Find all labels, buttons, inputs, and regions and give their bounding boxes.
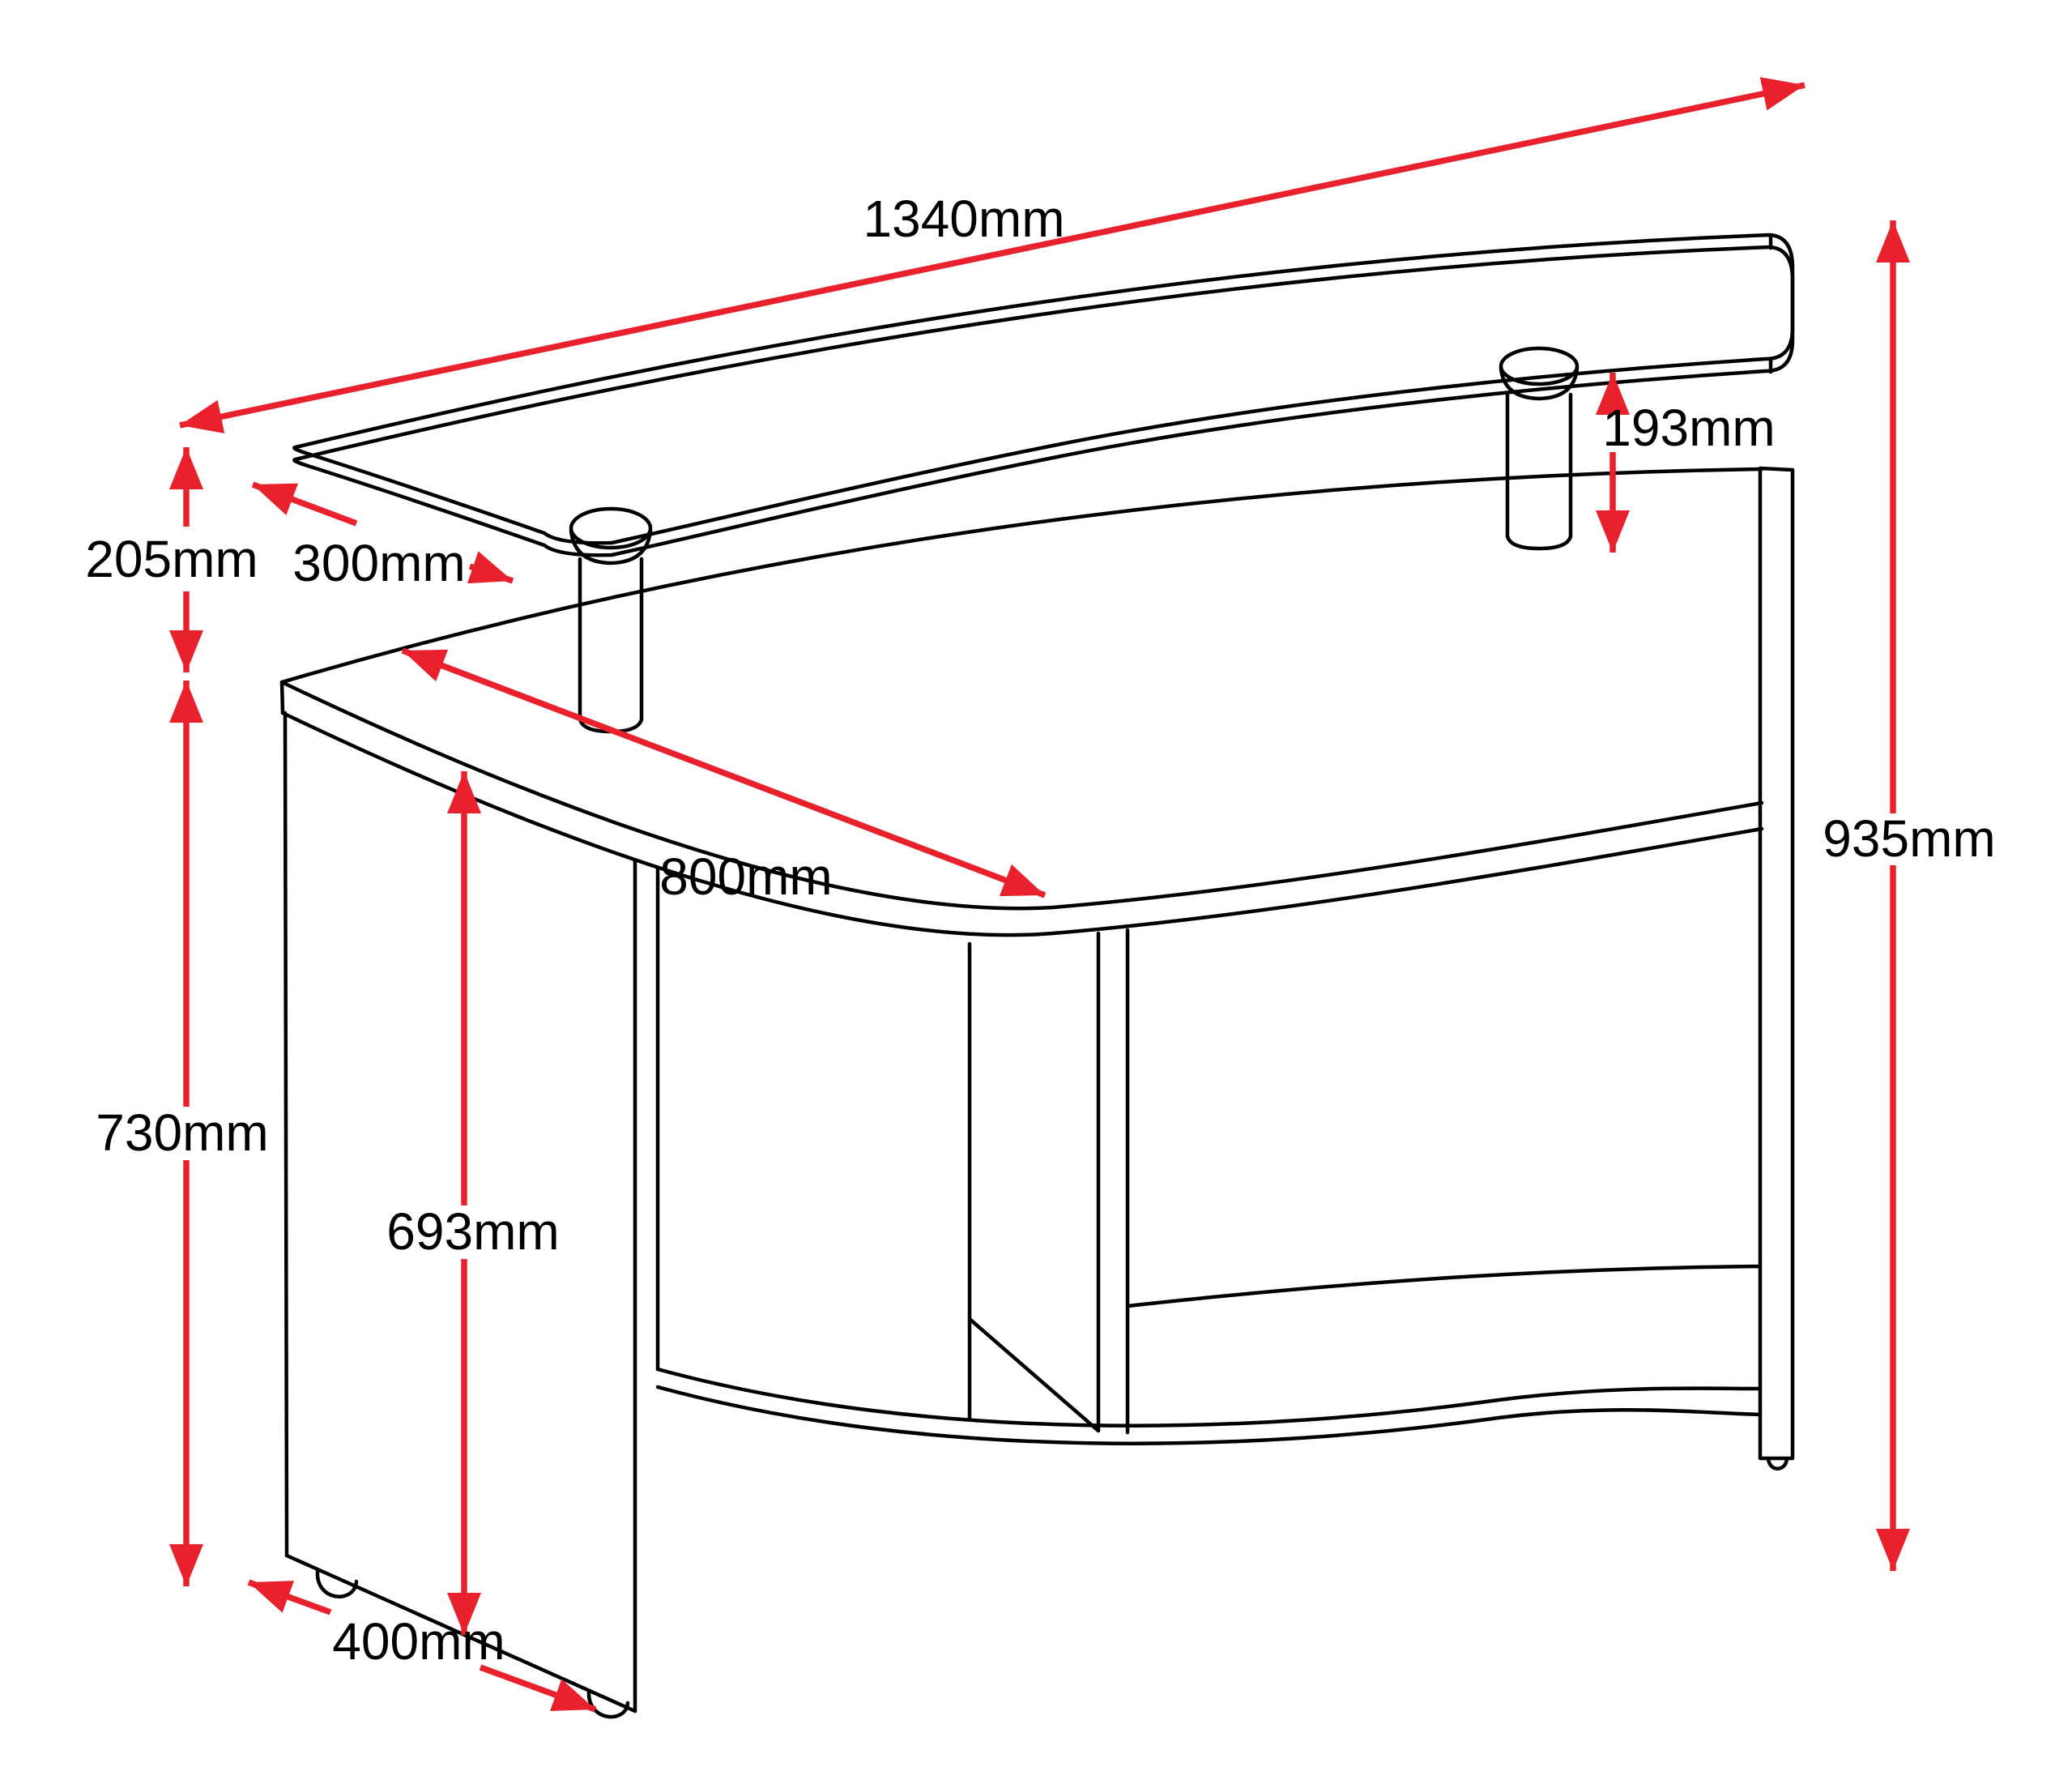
right-end-panel (1758, 466, 1795, 1470)
dimension-labels: 1340mm 205mm 300mm 193mm 800mm 935mm 730… (85, 190, 1995, 1671)
label-worktop-depth: 800mm (659, 847, 832, 906)
shelf-back-edge-right-compartment (1125, 1264, 1763, 1308)
worktop-left-end-edge (279, 680, 285, 715)
dimension-arrows (169, 77, 1910, 1713)
right-panel-foot (1766, 1456, 1789, 1470)
worktop (279, 467, 1764, 937)
interior (655, 928, 1763, 1445)
label-overall-height: 935mm (1823, 809, 1995, 868)
worktop-front-top-edge (279, 680, 1764, 911)
post-left-cap-rim (569, 528, 653, 566)
glass-shelf-bottom-outline (292, 245, 1795, 557)
post-left-cap (569, 506, 653, 550)
label-worktop-height: 730mm (96, 1103, 268, 1162)
bottom-shelf-front-top-edge (655, 1367, 1763, 1428)
label-glass-gap-height: 205mm (85, 530, 258, 588)
post-right-bottom (1505, 534, 1573, 551)
desk-structure (279, 233, 1795, 1719)
label-glass-length: 1340mm (863, 190, 1065, 248)
left-panel-front-edge (283, 711, 289, 1558)
left-panel-foot-front (315, 1569, 359, 1598)
dim-arrow-1340 (179, 77, 1806, 433)
right-panel-outline (1758, 466, 1795, 1461)
dim-arrow-400-lower (479, 1664, 597, 1713)
dim-arrow-400-upper (247, 1579, 332, 1615)
shelf-back-edge-left-compartment (967, 1317, 1101, 1433)
dim-arrow-300-upper (251, 481, 358, 527)
post-right-body (1505, 392, 1573, 539)
dim-arrow-800 (401, 647, 1047, 898)
label-side-depth: 400mm (332, 1612, 505, 1671)
bottom-shelf-front-bottom-edge (655, 1385, 1763, 1445)
worktop-back-edge (279, 467, 1764, 685)
label-interior-height: 693mm (386, 1202, 559, 1261)
dim-arrow-300-lower (467, 551, 514, 584)
label-glass-depth: 300mm (292, 534, 465, 592)
post-left-body (578, 557, 644, 722)
worktop-front-bottom-edge (280, 711, 1764, 937)
label-post-height: 193mm (1602, 399, 1775, 457)
